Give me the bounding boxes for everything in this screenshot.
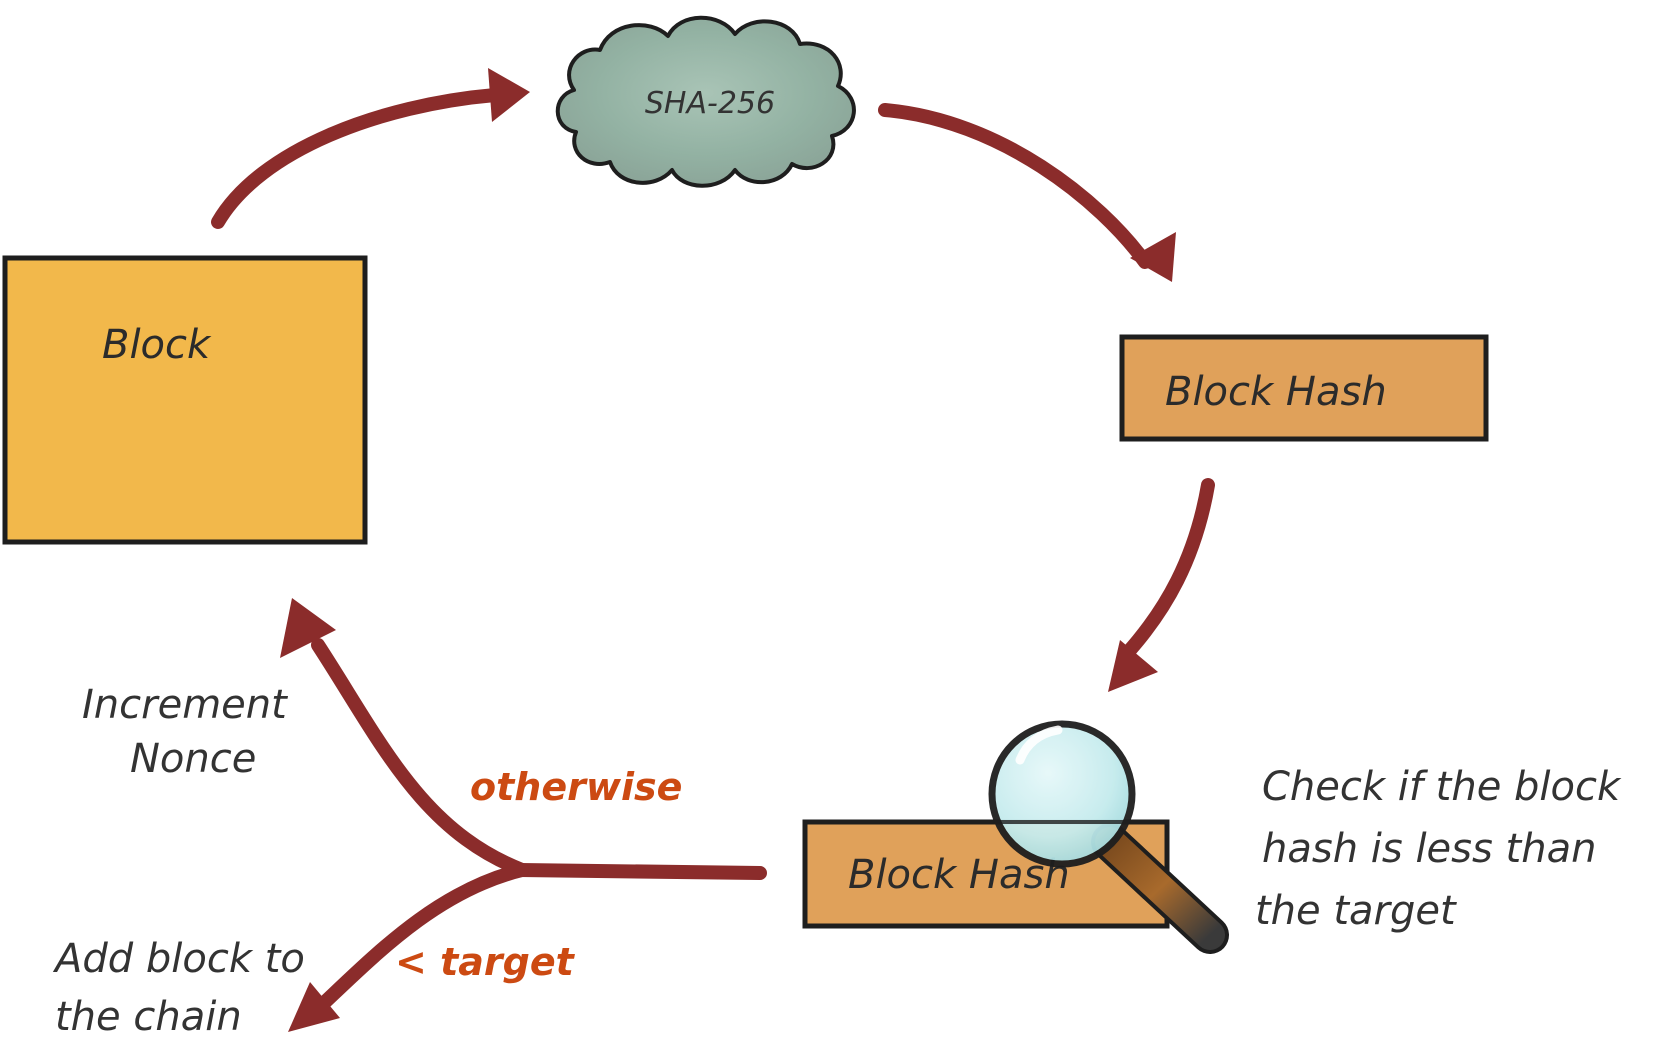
check-note-line3: the target bbox=[1255, 888, 1457, 934]
increment-note-line1: Increment bbox=[82, 682, 288, 728]
target-label: < target bbox=[395, 940, 576, 984]
block-hash-box-top: Block Hash bbox=[1119, 334, 1489, 442]
check-note-line1: Check if the block bbox=[1262, 764, 1622, 810]
block-box: Block bbox=[2, 255, 368, 545]
block-hash-top-label: Block Hash bbox=[1165, 369, 1387, 415]
increment-nonce-note: Increment Nonce bbox=[82, 682, 288, 782]
sha256-label: SHA-256 bbox=[645, 86, 775, 121]
check-note: Check if the block hash is less than the… bbox=[1255, 764, 1622, 934]
otherwise-label: otherwise bbox=[470, 765, 682, 809]
block-hash-box-bottom: Block Hash bbox=[802, 819, 1170, 929]
sha256-cloud: SHA-256 bbox=[555, 15, 856, 188]
increment-note-line2: Nonce bbox=[130, 736, 256, 782]
check-note-line2: hash is less than bbox=[1262, 826, 1596, 872]
add-note-line2: the chain bbox=[55, 994, 242, 1040]
arrow-hash-to-check bbox=[1108, 478, 1215, 692]
branch-arrows bbox=[280, 598, 767, 1032]
add-note-line1: Add block to bbox=[52, 936, 305, 982]
block-label: Block bbox=[102, 322, 212, 368]
add-block-note: Add block to the chain bbox=[52, 936, 305, 1040]
arrow-block-to-sha bbox=[211, 68, 530, 229]
arrow-sha-to-hash bbox=[878, 103, 1176, 282]
magnifying-glass-icon bbox=[988, 720, 1229, 954]
